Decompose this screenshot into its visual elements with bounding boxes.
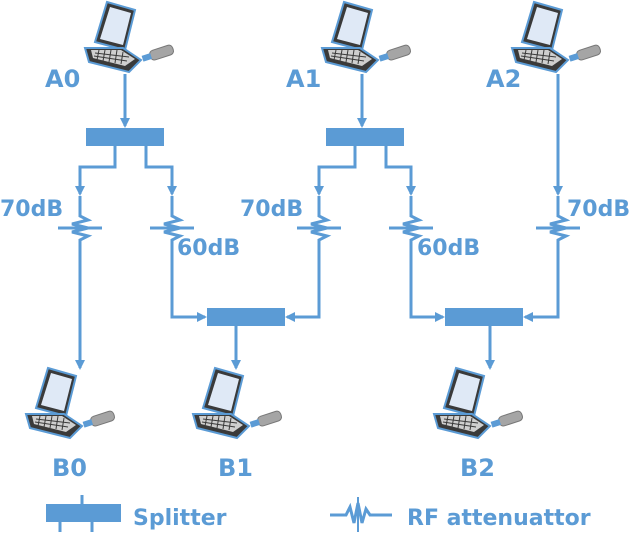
splitter-a0 xyxy=(86,128,164,146)
attenuator-a0-b0 xyxy=(56,208,104,248)
wire-att60-splitter-b2 xyxy=(409,246,445,322)
laptop-a2 xyxy=(511,1,603,73)
splitter-b2 xyxy=(445,308,523,326)
attenuator-a1-b1 xyxy=(295,208,343,248)
splitter-b1 xyxy=(207,308,285,326)
attenuator-label-a1-b1: 70dB xyxy=(240,197,303,222)
attenuator-label-a0-b0: 70dB xyxy=(0,197,63,222)
laptop-b1 xyxy=(192,367,284,439)
laptop-a0 xyxy=(84,1,176,73)
sender-label-a2: A2 xyxy=(486,65,521,93)
wire-att70-splitter-b2 xyxy=(523,246,560,322)
receiver-label-b0: B0 xyxy=(52,454,87,482)
wire-a0-att70 xyxy=(75,146,117,196)
wire-att70-splitter-b1 xyxy=(285,246,321,322)
laptop-a1 xyxy=(321,1,413,73)
wire-a1-att70 xyxy=(314,146,357,196)
attenuator-label-a1-b2: 60dB xyxy=(417,236,480,261)
legend: Splitter RF attenuattor xyxy=(46,495,591,532)
attenuator-label-a0-b1: 60dB xyxy=(177,236,240,261)
wire-att60-splitter-b1 xyxy=(170,246,207,322)
wire-a0-att60 xyxy=(144,146,177,196)
wire-a1-att60 xyxy=(384,146,416,196)
receiver-label-b2: B2 xyxy=(460,454,495,482)
receiver-label-b1: B1 xyxy=(218,454,253,482)
sender-label-a1: A1 xyxy=(286,65,321,93)
splitter-a1 xyxy=(326,128,404,146)
legend-attenuator-icon xyxy=(330,497,392,532)
laptop-b0 xyxy=(25,367,117,439)
attenuator-label-a2-b2: 70dB xyxy=(567,197,630,222)
laptop-b2 xyxy=(433,367,525,439)
legend-splitter-icon xyxy=(46,495,121,532)
legend-attenuator-label: RF attenuattor xyxy=(407,506,591,531)
legend-splitter-label: Splitter xyxy=(133,506,227,531)
sender-label-a0: A0 xyxy=(45,65,80,93)
